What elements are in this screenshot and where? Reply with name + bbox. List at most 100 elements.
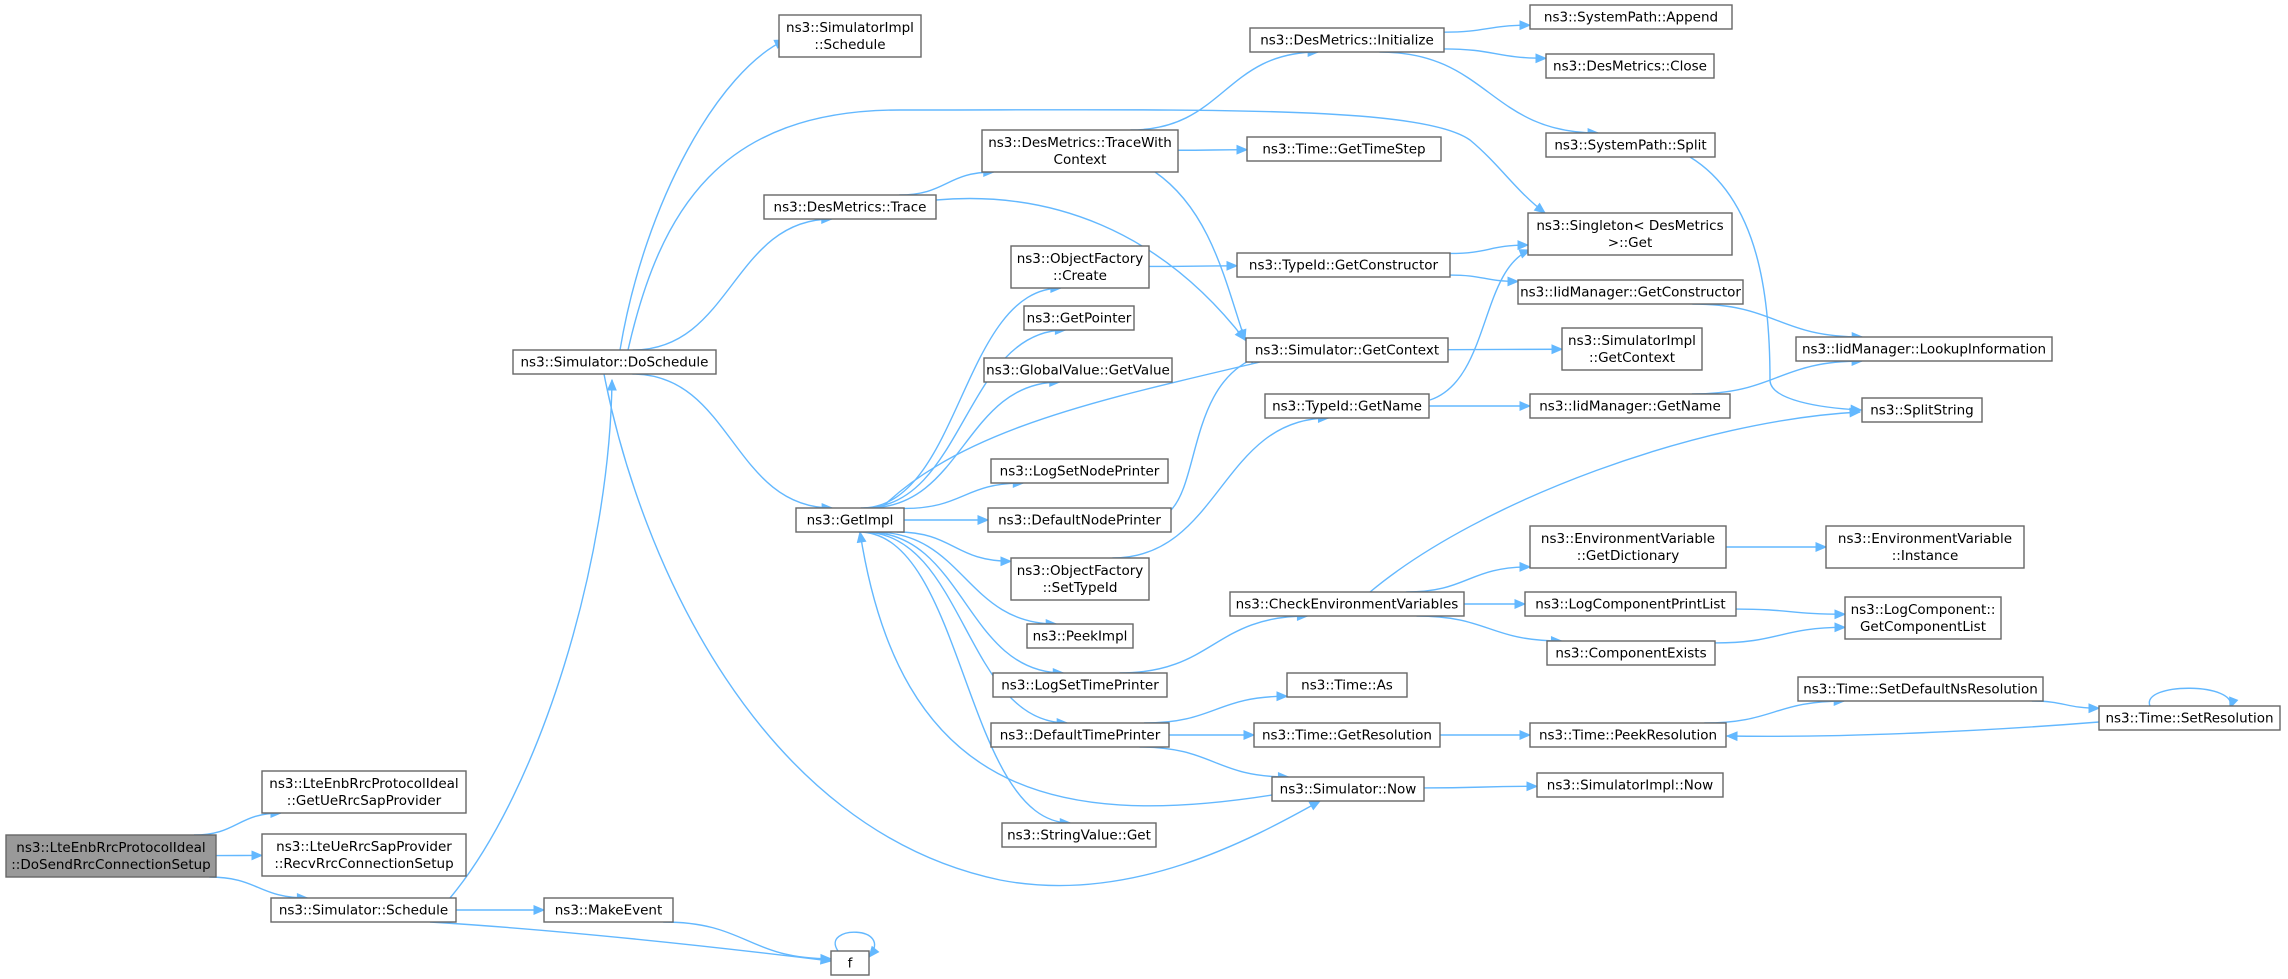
edge-objFactoryCreate-to-typeIdGetConstructor: [1148, 265, 1238, 268]
node-iidGetConstructor[interactable]: ns3::IidManager::GetConstructor: [1517, 279, 1744, 305]
edge-getImpl-to-peekImpl: [873, 531, 1057, 625]
node-f[interactable]: f: [830, 950, 870, 976]
edge-desInitialize-to-desClose: [1443, 48, 1547, 59]
call-graph-edges: [194, 20, 2239, 965]
node-label: ns3::StringValue::Get: [1007, 828, 1151, 844]
node-box-desInitialize: [1249, 27, 1445, 53]
node-typeIdGetName[interactable]: ns3::TypeId::GetName: [1264, 393, 1430, 419]
edge-defaultNodePrinter-to-simGetContext: [1170, 355, 1261, 511]
edge-sysPathSplit-to-splitString: [1689, 156, 1862, 411]
node-simSchedule[interactable]: ns3::Simulator::Schedule: [270, 897, 457, 923]
edge-timeSetResolution-to-timeSetResolution: [2148, 687, 2232, 709]
edge-getImpl-to-defaultNodePrinter-arrowhead: [977, 515, 990, 525]
node-envGetDictionary[interactable]: ns3::EnvironmentVariable::GetDictionary: [1529, 525, 1727, 569]
node-label: ::RecvRrcConnectionSetup: [274, 856, 453, 872]
node-iidGetName[interactable]: ns3::IidManager::GetName: [1529, 393, 1731, 419]
node-box-simImplSchedule: [778, 14, 922, 58]
edge-getImpl-to-logSetTimePrinter: [866, 531, 1064, 674]
node-defaultNodePrinter[interactable]: ns3::DefaultNodePrinter: [987, 507, 1172, 533]
node-logSetNodePrinter[interactable]: ns3::LogSetNodePrinter: [990, 458, 1169, 484]
node-simNow[interactable]: ns3::Simulator::Now: [1271, 776, 1425, 802]
node-label: ns3::ObjectFactory: [1017, 563, 1144, 579]
node-label: ns3::Time::GetResolution: [1262, 728, 1432, 744]
node-label: ns3::IidManager::LookupInformation: [1802, 342, 2046, 358]
node-singletonGet[interactable]: ns3::Singleton< DesMetrics >::Get: [1527, 212, 1733, 256]
edge-simSchedule-to-makeEvent-arrowhead: [533, 905, 546, 915]
edge-getImpl-to-objFactoryCreate: [860, 287, 1061, 509]
node-timePeekResolution[interactable]: ns3::Time::PeekResolution: [1529, 722, 1727, 748]
node-timeAs[interactable]: ns3::Time::As: [1286, 672, 1408, 698]
edge-desTrace-to-traceWithContext: [899, 171, 994, 196]
node-objFactoryCreate[interactable]: ns3::ObjectFactory::Create: [1010, 245, 1150, 289]
node-globalValueGet[interactable]: ns3::GlobalValue::GetValue: [983, 357, 1173, 383]
node-doSchedule[interactable]: ns3::Simulator::DoSchedule: [512, 349, 717, 375]
node-getImpl[interactable]: ns3::GetImpl: [795, 507, 905, 533]
node-timeSetDefaultNsRes[interactable]: ns3::Time::SetDefaultNsResolution: [1797, 676, 2044, 702]
node-envInstance[interactable]: ns3::EnvironmentVariable::Instance: [1825, 525, 2025, 569]
edge-desInitialize-to-sysPathAppend-arrowhead: [1519, 20, 1532, 31]
edge-desInitialize-to-desClose-arrowhead: [1535, 53, 1548, 64]
node-box-objFactorySetTypeId: [1010, 557, 1150, 601]
node-box-recvRrcConnectionSetup: [261, 833, 467, 877]
edge-traceWithContext-to-desInitialize: [1130, 51, 1319, 131]
node-makeEvent[interactable]: ns3::MakeEvent: [543, 897, 674, 923]
node-root[interactable]: ns3::LteEnbRrcProtocolIdeal::DoSendRrcCo…: [5, 834, 217, 878]
node-stringValueGet[interactable]: ns3::StringValue::Get: [1001, 822, 1157, 848]
edge-doSchedule-to-simNow-arrowhead: [1308, 800, 1322, 811]
node-sysPathAppend[interactable]: ns3::SystemPath::Append: [1529, 4, 1733, 30]
node-objFactorySetTypeId[interactable]: ns3::ObjectFactory::SetTypeId: [1010, 557, 1150, 601]
edge-getImpl-to-objFactorySetTypeId: [896, 531, 1012, 562]
edge-checkEnv-to-envGetDictionary-arrowhead: [1519, 561, 1532, 572]
edge-typeIdGetConstructor-to-singletonGet: [1449, 244, 1529, 255]
node-iidLookupInformation[interactable]: ns3::IidManager::LookupInformation: [1795, 336, 2053, 362]
node-box-timeGetTimeStep: [1246, 136, 1442, 162]
node-sysPathSplit[interactable]: ns3::SystemPath::Split: [1545, 132, 1716, 158]
node-label: ns3::DesMetrics::Close: [1553, 59, 1707, 75]
node-logSetTimePrinter[interactable]: ns3::LogSetTimePrinter: [992, 672, 1168, 698]
node-label: ns3::DefaultTimePrinter: [1000, 728, 1161, 744]
node-label: ns3::Time::As: [1301, 678, 1393, 694]
node-defaultTimePrinter[interactable]: ns3::DefaultTimePrinter: [990, 722, 1170, 748]
node-componentExists[interactable]: ns3::ComponentExists: [1546, 640, 1716, 666]
node-desInitialize[interactable]: ns3::DesMetrics::Initialize: [1249, 27, 1445, 53]
node-simGetContext[interactable]: ns3::Simulator::GetContext: [1245, 337, 1449, 363]
node-label: ns3::LogComponentPrintList: [1535, 597, 1725, 613]
node-box-logComponentPrintList: [1524, 591, 1737, 617]
node-simImplGetContext[interactable]: ns3::SimulatorImpl::GetContext: [1561, 327, 1703, 371]
node-label: ns3::SimulatorImpl: [786, 20, 914, 36]
node-timeSetResolution[interactable]: ns3::Time::SetResolution: [2098, 705, 2281, 731]
node-box-timeSetDefaultNsRes: [1797, 676, 2044, 702]
node-label: ns3::GlobalValue::GetValue: [986, 363, 1170, 379]
edge-defaultTimePrinter-to-simNow: [1139, 746, 1289, 778]
edge-checkEnv-to-componentExists: [1416, 615, 1562, 642]
node-simImplSchedule[interactable]: ns3::SimulatorImpl::Schedule: [778, 14, 922, 58]
node-simImplNow[interactable]: ns3::SimulatorImpl::Now: [1536, 772, 1724, 798]
node-box-logComponentGetList: [1844, 596, 2002, 640]
call-graph-nodes: ns3::LteEnbRrcProtocolIdeal::DoSendRrcCo…: [5, 4, 2281, 976]
node-recvRrcConnectionSetup[interactable]: ns3::LteUeRrcSapProvider::RecvRrcConnect…: [261, 833, 467, 877]
node-splitString[interactable]: ns3::SplitString: [1861, 397, 1983, 423]
node-box-simGetContext: [1245, 337, 1449, 363]
node-box-desTrace: [763, 194, 937, 220]
node-logComponentPrintList[interactable]: ns3::LogComponentPrintList: [1524, 591, 1737, 617]
node-desTrace[interactable]: ns3::DesMetrics::Trace: [763, 194, 937, 220]
node-logComponentGetList[interactable]: ns3::LogComponent::GetComponentList: [1844, 596, 2002, 640]
node-box-sysPathSplit: [1545, 132, 1716, 158]
node-timeGetResolution[interactable]: ns3::Time::GetResolution: [1253, 722, 1441, 748]
node-getPointer[interactable]: ns3::GetPointer: [1023, 305, 1135, 331]
edge-timeGetResolution-to-timePeekResolution-arrowhead: [1519, 730, 1532, 740]
node-label: ns3::Time::SetDefaultNsResolution: [1803, 682, 2038, 698]
node-peekImpl[interactable]: ns3::PeekImpl: [1026, 623, 1134, 649]
edge-getImpl-to-stringValueGet: [858, 531, 1071, 824]
node-label: ns3::Singleton< DesMetrics: [1536, 218, 1723, 234]
edge-timeSetResolution-to-timePeekResolution: [1726, 721, 2100, 738]
node-desClose[interactable]: ns3::DesMetrics::Close: [1545, 53, 1715, 79]
node-label: >::Get: [1608, 235, 1652, 251]
node-checkEnv[interactable]: ns3::CheckEnvironmentVariables: [1229, 591, 1465, 617]
edge-getImpl-to-getPointer: [863, 329, 1066, 509]
node-label: Context: [1054, 152, 1107, 168]
node-timeGetTimeStep[interactable]: ns3::Time::GetTimeStep: [1246, 136, 1442, 162]
node-typeIdGetConstructor[interactable]: ns3::TypeId::GetConstructor: [1236, 252, 1451, 278]
node-getUeRrcSapProvider[interactable]: ns3::LteEnbRrcProtocolIdeal::GetUeRrcSap…: [261, 770, 467, 814]
